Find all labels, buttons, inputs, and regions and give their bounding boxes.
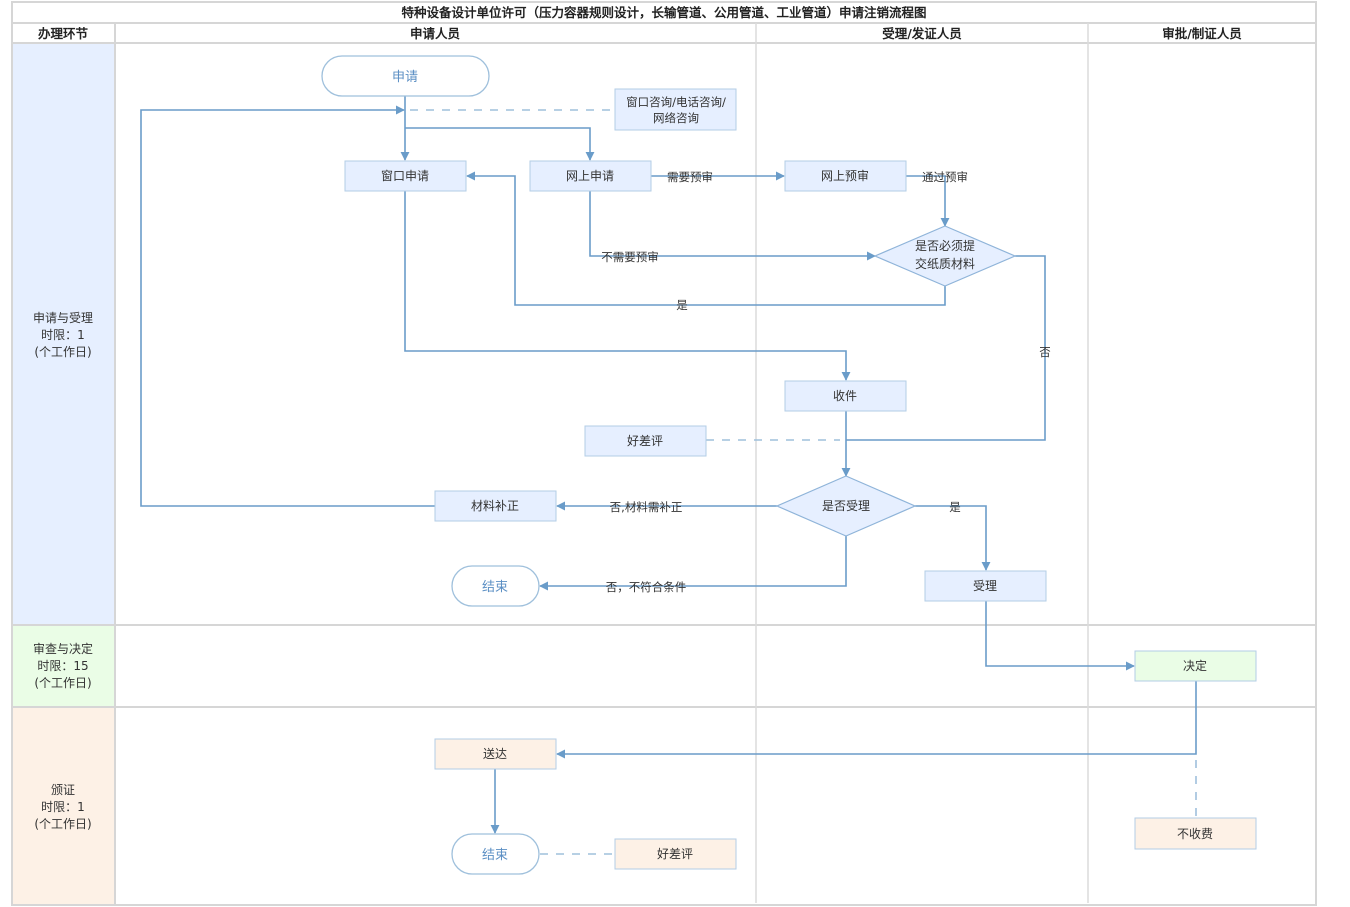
stage-unit: (个工作日) bbox=[34, 676, 91, 690]
node-label: 收件 bbox=[833, 389, 857, 403]
node-label: 不收费 bbox=[1177, 827, 1213, 841]
edge-decision-to-end bbox=[539, 536, 847, 591]
stage-label-apply: 申请与受理 时限：1 (个工作日) bbox=[33, 311, 93, 359]
label-no-paper: 否 bbox=[1039, 345, 1051, 359]
diagram-title: 特种设备设计单位许可（压力容器规则设计，长输管道、公用管道、工业管道）申请注销流… bbox=[401, 5, 926, 20]
dashed-connectors bbox=[410, 109, 1197, 855]
stage-name: 审查与决定 bbox=[33, 641, 93, 656]
node-online-precheck[interactable]: 网上预审 bbox=[784, 160, 907, 192]
node-rating-2[interactable]: 好差评 bbox=[614, 838, 737, 870]
node-label-line2: 交纸质材料 bbox=[915, 256, 975, 271]
stage-limit: 时限：15 bbox=[37, 659, 88, 673]
header-lane-applicant: 申请人员 bbox=[410, 26, 461, 41]
label-need-supplement: 否,材料需补正 bbox=[610, 500, 683, 514]
stage-band-review bbox=[12, 625, 115, 707]
node-label: 网上申请 bbox=[566, 169, 614, 183]
edge-window-to-receive bbox=[404, 191, 851, 381]
node-label: 好差评 bbox=[627, 434, 663, 448]
edge-paper-yes-to-window bbox=[466, 171, 946, 306]
node-start[interactable]: 申请 bbox=[321, 55, 490, 97]
node-online-apply[interactable]: 网上申请 bbox=[529, 160, 652, 192]
stage-label-review: 审查与决定 时限：15 (个工作日) bbox=[33, 641, 93, 690]
node-end-1[interactable]: 结束 bbox=[451, 565, 540, 607]
node-accept-decision[interactable]: 是否受理 bbox=[775, 475, 917, 537]
header-stage-column: 办理环节 bbox=[38, 26, 89, 41]
node-paper-decision[interactable]: 是否必须提 交纸质材料 bbox=[873, 225, 1017, 287]
stage-band-apply bbox=[12, 43, 115, 625]
node-label: 决定 bbox=[1183, 658, 1207, 673]
node-label-line2: 网络咨询 bbox=[653, 111, 699, 125]
node-label: 申请 bbox=[392, 70, 418, 85]
node-label: 好差评 bbox=[657, 847, 693, 861]
label-yes-paper: 是 bbox=[676, 298, 688, 312]
node-label: 是否受理 bbox=[822, 499, 870, 513]
node-deliver[interactable]: 送达 bbox=[434, 738, 557, 770]
edge-precheck-to-paper-decision bbox=[906, 175, 950, 227]
node-label-line1: 窗口咨询/电话咨询/ bbox=[626, 95, 726, 109]
label-not-qualified: 否，不符合条件 bbox=[606, 580, 687, 594]
node-label: 结束 bbox=[482, 580, 508, 595]
edge-online-no-precheck bbox=[589, 191, 876, 261]
node-window-apply[interactable]: 窗口申请 bbox=[344, 160, 467, 192]
node-label: 送达 bbox=[483, 746, 507, 761]
node-receive[interactable]: 收件 bbox=[784, 380, 907, 412]
node-rating-1[interactable]: 好差评 bbox=[584, 425, 707, 457]
edge-supplement-loop bbox=[140, 105, 435, 507]
node-label: 网上预审 bbox=[821, 168, 869, 183]
header-lane-acceptor: 受理/发证人员 bbox=[882, 26, 962, 41]
edge-start-to-online-apply bbox=[405, 127, 595, 161]
nodes: 申请 窗口咨询/电话咨询/ 网络咨询 窗口申请 网上申请 网上预审 是否必须提 … bbox=[321, 55, 1257, 875]
edge-decide-to-deliver bbox=[556, 681, 1197, 759]
edge-paper-no bbox=[846, 255, 1046, 441]
stage-limit: 时限：1 bbox=[41, 328, 85, 342]
node-label: 窗口申请 bbox=[381, 169, 429, 183]
edge-decision-to-accept bbox=[915, 505, 991, 571]
connectors bbox=[140, 96, 1197, 834]
stage-name: 颁证 bbox=[51, 782, 75, 797]
node-no-fee[interactable]: 不收费 bbox=[1134, 817, 1257, 850]
node-label: 材料补正 bbox=[471, 499, 519, 513]
edge-labels: 需要预审 通过预审 不需要预审 是 否 否,材料需补正 否，不符合条件 是 bbox=[601, 170, 1051, 594]
swimlane-grid: 特种设备设计单位许可（压力容器规则设计，长输管道、公用管道、工业管道）申请注销流… bbox=[11, 1, 1317, 906]
label-pass-precheck: 通过预审 bbox=[922, 170, 968, 184]
label-need-precheck: 需要预审 bbox=[667, 170, 713, 184]
node-label-line1: 是否必须提 bbox=[915, 238, 975, 253]
node-consult[interactable]: 窗口咨询/电话咨询/ 网络咨询 bbox=[614, 88, 737, 131]
stage-label-issue: 颁证 时限：1 (个工作日) bbox=[34, 782, 91, 831]
node-end-2[interactable]: 结束 bbox=[451, 833, 540, 875]
stage-name: 申请与受理 bbox=[33, 311, 93, 325]
stage-unit: (个工作日) bbox=[34, 817, 91, 831]
node-decide[interactable]: 决定 bbox=[1134, 650, 1257, 682]
edge-accept-to-decide bbox=[985, 601, 1135, 671]
header-lane-approver: 审批/制证人员 bbox=[1162, 26, 1242, 41]
node-label: 结束 bbox=[482, 848, 508, 863]
label-yes-accept: 是 bbox=[949, 500, 961, 514]
label-no-precheck: 不需要预审 bbox=[601, 250, 659, 264]
node-accept[interactable]: 受理 bbox=[924, 570, 1047, 602]
stage-unit: (个工作日) bbox=[34, 345, 91, 359]
stage-band-issue bbox=[12, 707, 115, 905]
node-label: 受理 bbox=[973, 579, 997, 593]
stage-limit: 时限：1 bbox=[41, 800, 85, 814]
node-supplement[interactable]: 材料补正 bbox=[434, 490, 557, 522]
